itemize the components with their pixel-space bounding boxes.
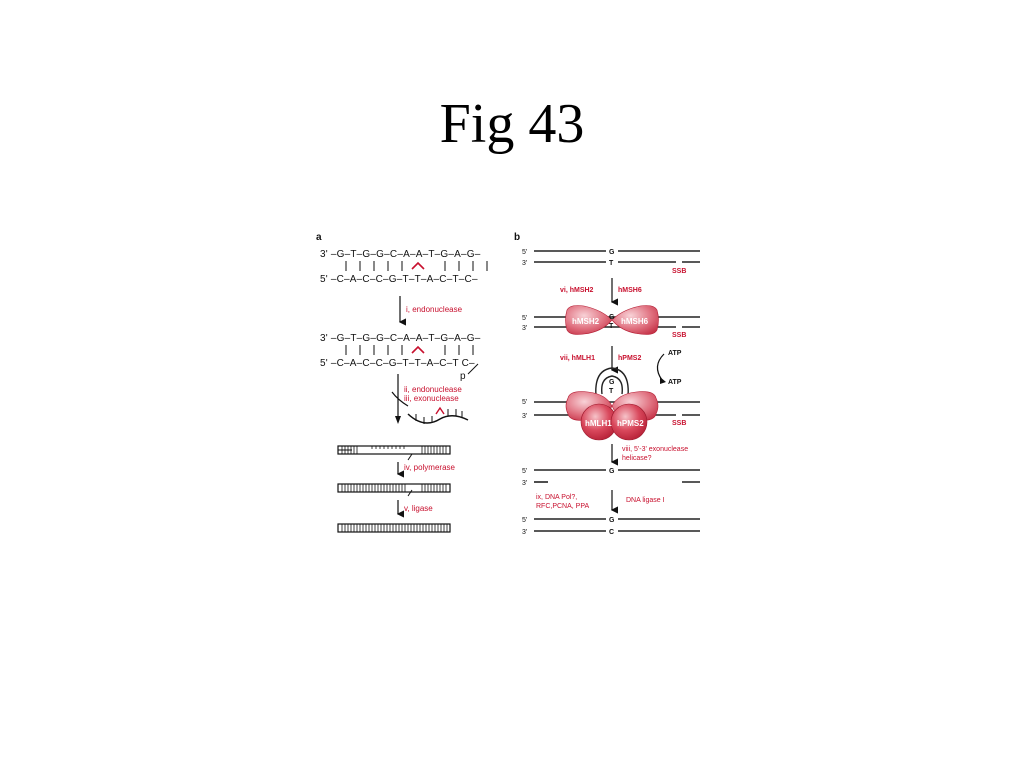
ssb-label-3: SSB <box>672 420 686 427</box>
base-pair-ticks-2 <box>345 345 474 355</box>
ssb-label-2: SSB <box>672 332 686 339</box>
panel-a-bottom-strand-2: 5' –C–A–C–C–G–T–T–A–C–T C– <box>320 358 475 369</box>
dna-loop-inner <box>601 375 623 395</box>
label-step-viii-b: helicase? <box>622 455 652 462</box>
excised-fragment-ticks <box>415 409 463 424</box>
arrow-step-ii-iii-head <box>395 416 401 424</box>
base-t-3: T <box>609 388 614 395</box>
msh6-label: hMSH6 <box>621 317 649 326</box>
label-ligase: DNA ligase I <box>626 497 665 504</box>
panel-a-letter: a <box>316 232 322 243</box>
panel-a-top-strand-2: 3' –G–T–G–G–C–A–A–T–G–A–G– <box>320 333 481 344</box>
panel-a: a 3' –G–T–G–G–C–A–A–T–G–A–G– 5' –C–A–C–C… <box>316 232 488 533</box>
atp-arrow <box>656 353 665 381</box>
label-step-vi-b: hMSH6 <box>618 287 642 294</box>
slide-title: Fig 43 <box>439 93 585 155</box>
nicked-duplex <box>337 483 451 497</box>
three-prime-label-5: 3' <box>522 529 527 536</box>
panel-a-bottom-strand: 5' –C–A–C–C–G–T–T–A–C–T–C– <box>320 274 478 285</box>
panel-b-letter: b <box>514 232 520 243</box>
label-step-i: i, endonuclease <box>406 305 463 314</box>
five-prime-label-5: 5' <box>522 517 527 524</box>
panel-b: b 5' 3' G T SSB vi, hMSH2 hMSH6 5' 3' hM… <box>514 232 700 536</box>
label-step-viii-a: viii, 5'-3' exonuclease <box>622 446 688 453</box>
base-g-2: G <box>609 314 615 321</box>
five-prime-label-1: 5' <box>522 249 527 256</box>
base-g-1: G <box>609 249 615 256</box>
msh2-protein <box>565 305 613 335</box>
base-g-3: G <box>609 379 615 386</box>
label-step-v: v, ligase <box>404 504 433 513</box>
base-t-1: T <box>609 260 614 267</box>
atp-label-in: ATP <box>668 350 682 357</box>
excised-fragment <box>407 413 469 424</box>
arrow-step-ii-iii <box>391 374 409 420</box>
label-step-iii: iii, exonuclease <box>404 394 459 403</box>
five-prime-label-4: 5' <box>522 468 527 475</box>
msh2-label: hMSH2 <box>572 317 600 326</box>
base-t-2: T <box>609 323 614 330</box>
ligated-duplex <box>337 523 451 533</box>
mlh1-label: hMLH1 <box>585 419 612 428</box>
base-g-4: G <box>609 468 615 475</box>
label-step-vi-a: vi, hMSH2 <box>560 287 594 294</box>
five-prime-label-2: 5' <box>522 315 527 322</box>
five-prime-label-3: 5' <box>522 399 527 406</box>
phosphate-label: p <box>460 371 466 382</box>
pms2-protein <box>610 403 648 441</box>
label-step-ix-b: RFC,PCNA, PPA <box>536 503 589 510</box>
figure-svg: a 3' –G–T–G–G–C–A–A–T–G–A–G– 5' –C–A–C–C… <box>316 232 700 536</box>
phosphate-bond <box>467 363 479 375</box>
label-step-vii-b: hPMS2 <box>618 355 641 362</box>
panel-a-top-strand: 3' –G–T–G–G–C–A–A–T–G–A–G– <box>320 249 481 260</box>
base-pair-ticks-1 <box>345 261 488 271</box>
ssb-label-1: SSB <box>672 268 686 275</box>
mismatch-caret-1 <box>411 261 425 270</box>
excised-mismatch-caret <box>435 406 445 415</box>
gapped-duplex <box>337 445 451 461</box>
mismatch-caret-2 <box>411 345 425 354</box>
pms2-label: hPMS2 <box>617 419 644 428</box>
msh6-protein <box>611 305 659 335</box>
dna-loop-outer <box>595 367 629 397</box>
base-c-5: C <box>609 529 614 536</box>
label-step-ii: ii, endonuclease <box>404 385 462 394</box>
base-g-5: G <box>609 517 615 524</box>
label-step-vii-a: vii, hMLH1 <box>560 355 595 362</box>
label-step-iv: iv, polymerase <box>404 463 456 472</box>
three-prime-label-3: 3' <box>522 413 527 420</box>
three-prime-label-2: 3' <box>522 325 527 332</box>
label-step-ix-a: ix, DNA Pol?, <box>536 494 577 501</box>
atp-label-out: ATP <box>668 379 682 386</box>
three-prime-label-1: 3' <box>522 260 527 267</box>
mismatch-repair-figure: a 3' –G–T–G–G–C–A–A–T–G–A–G– 5' –C–A–C–C… <box>312 224 712 540</box>
three-prime-label-4: 3' <box>522 480 527 487</box>
atp-arrow-head <box>660 377 666 384</box>
